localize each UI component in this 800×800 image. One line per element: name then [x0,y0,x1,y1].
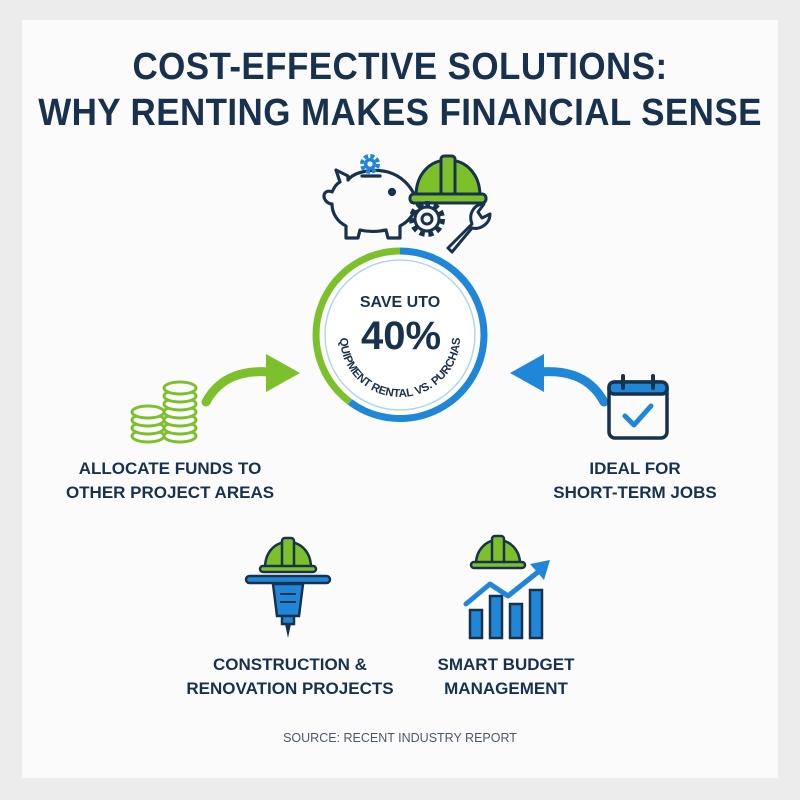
budget-line-2: MANAGEMENT [444,679,568,698]
save-text: SAVE UTO [360,294,440,311]
title-line-1: COST-EFFECTIVE SOLUTIONS: [132,45,668,88]
calendar-check-icon [607,374,669,440]
coins-icon [130,380,198,444]
smart-budget-label: SMART BUDGET MANAGEMENT [396,653,616,701]
construction-label: CONSTRUCTION & RENOVATION PROJECTS [180,653,400,701]
rising-chart-icon [463,534,550,640]
allocate-line-1: ALLOCATE FUNDS TO [78,459,262,478]
ideal-short-term-label: IDEAL FOR SHORT-TERM JOBS [525,457,745,505]
construction-line-1: CONSTRUCTION & [213,655,367,674]
arrow-right-icon [201,354,300,407]
savings-value: 40% [361,314,441,358]
ideal-line-2: SHORT-TERM JOBS [553,483,717,502]
gear-icon [409,201,445,237]
savings-ring: SAVE UTO 40% EQUIPMENT RENTAL VS. PURCHA… [306,236,488,422]
arrow-left-icon [510,354,609,407]
gear-icon [360,154,380,174]
wrench-icon [446,202,492,254]
allocate-line-2: OTHER PROJECT AREAS [65,483,275,502]
hard-hat-icon [408,154,488,205]
allocate-funds-label: ALLOCATE FUNDS TO OTHER PROJECT AREAS [60,457,280,505]
title-line-2: WHY RENTING MAKES FINANCIAL SENSE [38,91,762,134]
ideal-line-1: IDEAL FOR [589,459,681,478]
budget-line-1: SMART BUDGET [437,655,575,674]
source-note: SOURCE: RECENT INDUSTRY REPORT [283,731,517,745]
construction-line-2: RENOVATION PROJECTS [186,679,394,698]
piggy-bank-icon [322,154,424,240]
jackhammer-icon [244,536,332,638]
